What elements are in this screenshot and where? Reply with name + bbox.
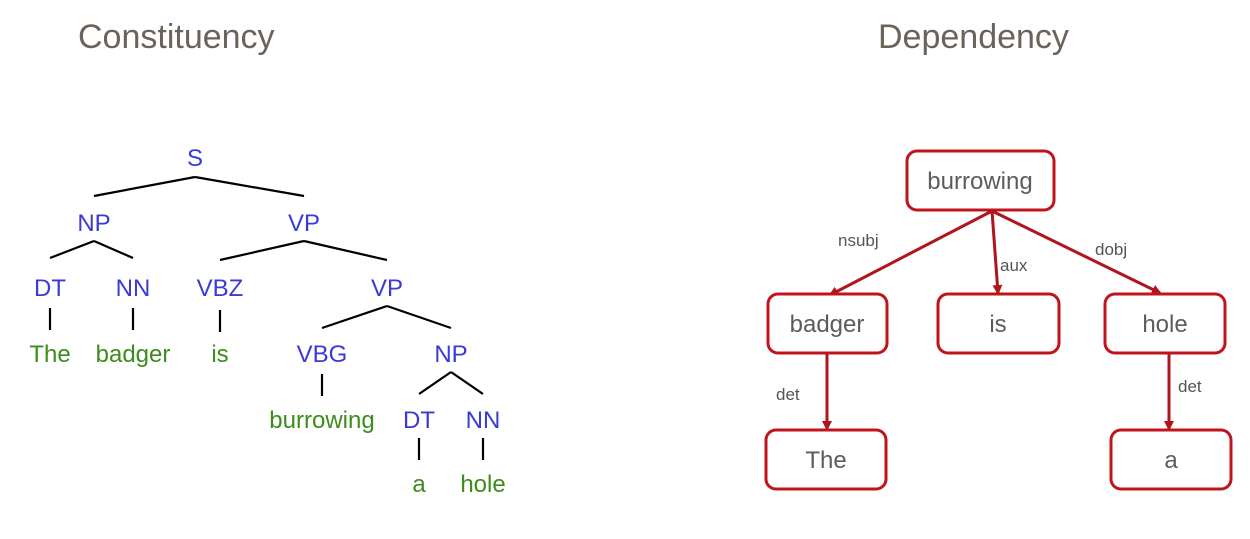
tree-node-np-object: NP bbox=[434, 341, 467, 368]
dependency-arrow-aux bbox=[990, 210, 1003, 295]
tree-word-badger: badger bbox=[96, 341, 171, 368]
tree-node-vbg: VBG bbox=[297, 341, 348, 368]
tree-edge bbox=[93, 239, 134, 260]
tree-node-vp-inner: VP bbox=[371, 275, 403, 302]
dependency-node-is: is bbox=[936, 292, 1061, 355]
dependency-node-a: a bbox=[1109, 428, 1233, 491]
dependency-label-det-right: det bbox=[1178, 377, 1202, 396]
dependency-node-the: The bbox=[764, 428, 888, 491]
tree-node-vp: VP bbox=[288, 210, 320, 237]
node-label: burrowing bbox=[927, 168, 1032, 195]
tree-node-nn-object: NN bbox=[466, 407, 501, 434]
dependency-node-burrowing: burrowing bbox=[905, 149, 1056, 212]
tree-edge bbox=[386, 304, 452, 330]
dependency-label-aux: aux bbox=[1000, 256, 1028, 275]
tree-node-nn: NN bbox=[116, 275, 151, 302]
dependency-graph: nsubj aux dobj det det burrowing badger … bbox=[764, 149, 1233, 491]
node-label: hole bbox=[1142, 311, 1187, 338]
tree-word-a: a bbox=[412, 471, 426, 498]
tree-edge bbox=[219, 239, 305, 262]
tree-word-the: The bbox=[29, 341, 70, 368]
tree-node-dt: DT bbox=[34, 275, 66, 302]
tree-word-burrowing: burrowing bbox=[269, 407, 374, 434]
dependency-label-nsubj: nsubj bbox=[838, 231, 879, 250]
dependency-label-det-left: det bbox=[776, 385, 800, 404]
tree-edge bbox=[93, 175, 196, 198]
dependency-arrow-dobj bbox=[991, 209, 1162, 295]
node-label: The bbox=[805, 447, 846, 474]
dependency-node-badger: badger bbox=[766, 292, 889, 355]
tree-edge bbox=[303, 239, 388, 262]
dependency-title: Dependency bbox=[878, 18, 1069, 56]
tree-node-s: S bbox=[187, 145, 203, 172]
tree-word-is: is bbox=[211, 341, 228, 368]
constituency-tree: S NP VP DT NN VBZ VP VBG NP DT NN The ba… bbox=[29, 145, 505, 498]
tree-node-vbz: VBZ bbox=[197, 275, 244, 302]
tree-edge bbox=[49, 239, 95, 260]
constituency-title: Constituency bbox=[78, 18, 275, 56]
tree-edge bbox=[321, 304, 388, 330]
node-label: is bbox=[989, 311, 1006, 338]
tree-edge bbox=[450, 371, 484, 395]
tree-edge bbox=[194, 175, 305, 198]
node-label: badger bbox=[790, 311, 865, 338]
dependency-label-dobj: dobj bbox=[1095, 240, 1127, 259]
tree-node-dt-object: DT bbox=[403, 407, 435, 434]
tree-node-np-subject: NP bbox=[77, 210, 110, 237]
dependency-arrow-nsubj bbox=[828, 209, 993, 297]
node-label: a bbox=[1164, 447, 1178, 474]
tree-word-hole: hole bbox=[460, 471, 505, 498]
dependency-node-hole: hole bbox=[1103, 292, 1227, 355]
tree-edge bbox=[418, 371, 452, 395]
